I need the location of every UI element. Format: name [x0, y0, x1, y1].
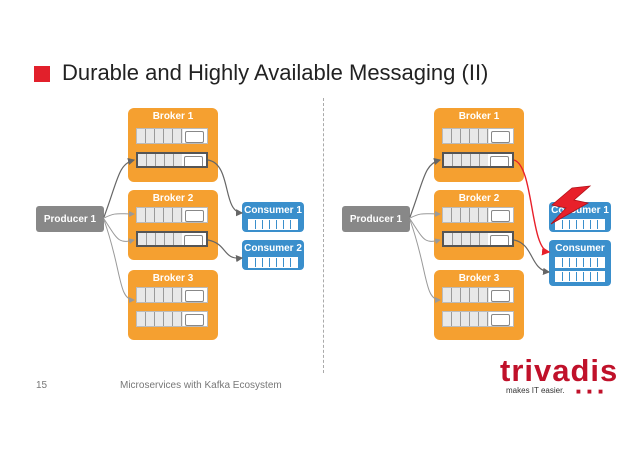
left-producer: Producer 1: [36, 206, 104, 232]
broker-label: Broker 3: [458, 273, 500, 284]
left-consumer-2: Consumer 2: [242, 240, 304, 270]
consume-arrow: [207, 239, 244, 263]
broker-label: Broker 2: [458, 193, 500, 204]
partition-log: [442, 287, 514, 303]
right-broker-3: Broker 3: [434, 270, 524, 340]
left-consumer-1: Consumer 1: [242, 202, 304, 232]
right-broker-1: Broker 1: [434, 108, 524, 182]
partition-log: [136, 128, 208, 144]
logo-dots: ■ ■ ■: [576, 387, 605, 396]
lightning-bolt-icon: [550, 185, 592, 225]
consumer-buffer: [555, 271, 605, 282]
replicate-arrow: [409, 219, 441, 303]
partition-log: [136, 311, 208, 327]
partition-log-leader: [136, 152, 208, 168]
logo-tagline: makes IT easier.: [506, 386, 565, 395]
consumer-label: Consumer 1: [551, 205, 609, 216]
produce-arrow: [409, 157, 442, 218]
partition-log: [136, 207, 208, 223]
consumer-label: Consumer 2: [244, 243, 302, 254]
replicate-arrow: [409, 218, 441, 245]
broker-label: Broker 3: [152, 273, 194, 284]
rebalance-arrow: [513, 159, 551, 256]
produce-arrow: [103, 157, 136, 218]
partition-log: [442, 207, 514, 223]
replicate-arrow: [409, 210, 441, 219]
broker-label: Broker 1: [152, 111, 194, 122]
consumer-label: Consumer 1: [244, 205, 302, 216]
right-broker-2: Broker 2: [434, 190, 524, 260]
right-consumer-2: Consumer: [549, 240, 611, 286]
replicate-arrow: [103, 218, 135, 245]
partition-log-leader: [442, 152, 514, 168]
partition-log: [136, 287, 208, 303]
partition-log-leader: [136, 231, 208, 247]
broker-label: Broker 1: [458, 111, 500, 122]
consume-arrow: [513, 239, 551, 275]
page-number: 15: [36, 380, 48, 391]
title-bullet: [34, 66, 50, 82]
left-broker-2: Broker 2: [128, 190, 218, 260]
consume-arrow: [207, 159, 244, 217]
consumer-buffer: [555, 219, 605, 230]
left-broker-1: Broker 1: [128, 108, 218, 182]
consumer-buffer: [248, 219, 298, 230]
consumer-buffer: [555, 257, 605, 268]
footer-text: Microservices with Kafka Ecosystem: [120, 380, 282, 391]
replicate-arrow: [103, 210, 135, 219]
panel-divider: [323, 98, 324, 373]
broker-label: Broker 2: [152, 193, 194, 204]
partition-log: [442, 128, 514, 144]
consumer-label: Consumer: [555, 243, 605, 254]
left-broker-3: Broker 3: [128, 270, 218, 340]
replicate-arrow: [103, 219, 135, 303]
trivadis-logo: trivadis: [500, 353, 619, 388]
partition-log: [442, 311, 514, 327]
partition-log-leader: [442, 231, 514, 247]
right-producer: Producer 1: [342, 206, 410, 232]
slide-title: Durable and Highly Available Messaging (…: [62, 60, 489, 85]
consumer-buffer: [248, 257, 298, 268]
